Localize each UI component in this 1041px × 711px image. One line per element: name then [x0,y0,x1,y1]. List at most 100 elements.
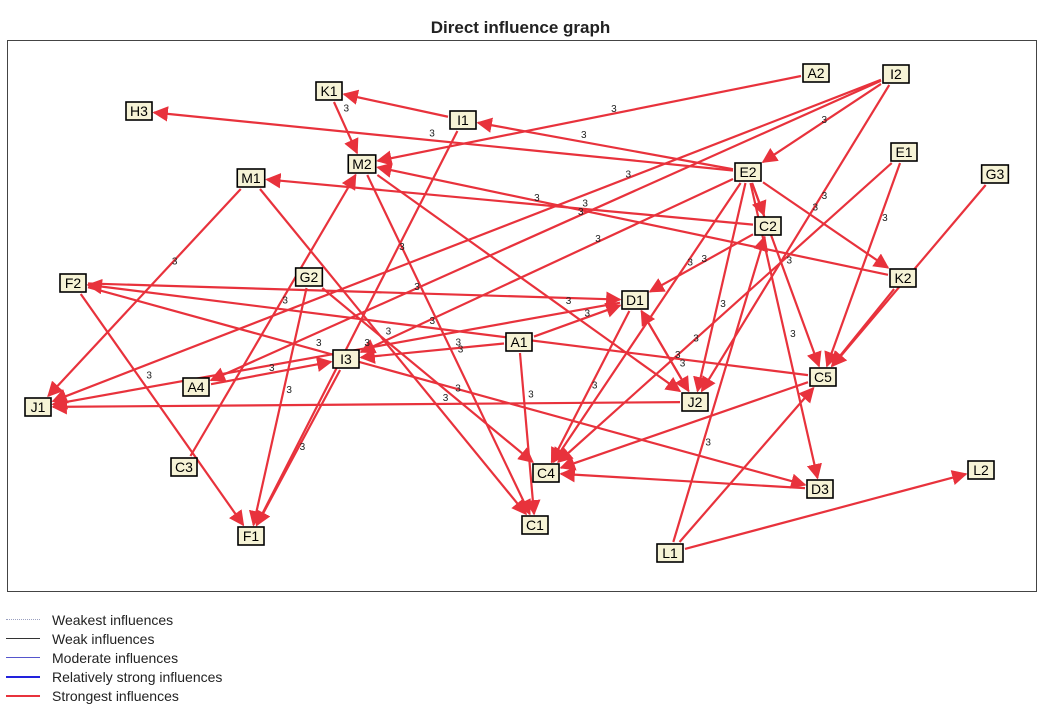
legend-label: Relatively strong influences [52,668,223,685]
edge-weight-label: 3 [534,193,540,204]
node-i3[interactable]: I3 [332,349,360,369]
legend-item: Relatively strong influences [6,667,222,686]
edge-weight-label: 3 [364,338,370,349]
node-box [59,273,87,293]
node-f1[interactable]: F1 [237,526,265,546]
edge-weight-label: 3 [286,385,292,396]
node-e1[interactable]: E1 [890,142,918,162]
node-h3[interactable]: H3 [125,101,153,121]
legend-swatch [6,694,40,697]
node-g2[interactable]: G2 [294,267,324,287]
edge-l1-l2 [684,470,968,551]
node-box [681,392,709,412]
legend-item: Weakest influences [6,610,222,629]
node-box [809,367,837,387]
node-i1[interactable]: I1 [449,110,477,130]
node-j2[interactable]: J2 [681,392,709,412]
edge-weight-label: 3 [282,295,288,306]
legend-item: Weak influences [6,629,222,648]
node-f2[interactable]: F2 [59,273,87,293]
node-c4[interactable]: C4 [532,463,560,483]
node-box [967,460,995,480]
node-box [347,154,377,174]
legend-item: Moderate influences [6,648,222,667]
legend-swatch [6,675,40,678]
node-m2[interactable]: M2 [347,154,377,174]
edge-l1-c5 [678,386,815,543]
edge-m1-c1 [259,188,527,516]
node-c1[interactable]: C1 [521,515,549,535]
edge-a2-m2 [376,74,802,166]
edge-weight-label: 3 [812,202,818,213]
node-a1[interactable]: A1 [505,332,533,352]
edge-j2-j1 [51,399,681,415]
node-label: M2 [352,156,372,172]
edge-d1-c4 [550,310,631,464]
node-label: F1 [243,528,260,544]
node-l2[interactable]: L2 [967,460,995,480]
edge-weight-label: 3 [443,393,449,404]
node-label: A2 [807,65,824,81]
edge-e1-c5 [824,162,902,368]
edge-weight-label: 3 [790,329,796,340]
edge-weight-label: 3 [595,234,601,245]
legend-item: Strongest influences [6,686,222,705]
edge-i3-f1 [255,369,342,527]
node-label: C3 [175,459,193,475]
edge-weight-label: 3 [822,191,828,202]
node-k2[interactable]: K2 [889,268,917,288]
edge-weight-label: 3 [720,299,726,310]
node-m1[interactable]: M1 [236,168,266,188]
node-a2[interactable]: A2 [802,63,830,83]
edge-k1-m2 [332,101,359,155]
node-box [802,63,830,83]
edge-f2-f1 [79,293,245,527]
node-c5[interactable]: C5 [809,367,837,387]
node-c2[interactable]: C2 [754,216,782,236]
node-label: C2 [759,218,777,234]
node-d1[interactable]: D1 [621,290,649,310]
edge-a1-i3 [359,342,505,364]
node-box [889,268,917,288]
edge-a1-c1 [518,352,541,516]
edge-weight-label: 3 [578,207,584,218]
node-j1[interactable]: J1 [24,397,52,417]
node-i2[interactable]: I2 [882,64,910,84]
edge-weight-label: 3 [528,390,534,401]
node-l1[interactable]: L1 [656,543,684,563]
node-box [236,168,266,188]
edge-i1-f1 [255,130,459,527]
legend-label: Weak influences [52,630,155,647]
edge-weight-label: 3 [456,338,462,349]
node-a4[interactable]: A4 [182,377,210,397]
node-label: K1 [320,83,337,99]
edge-e2-i1 [476,117,734,171]
node-box [182,377,210,397]
edge-e2-i3 [359,177,734,354]
node-c3[interactable]: C3 [170,457,198,477]
edge-weight-label: 3 [146,371,152,382]
node-k1[interactable]: K1 [315,81,343,101]
edge-weight-label: 3 [300,442,306,453]
node-g3[interactable]: G3 [980,164,1010,184]
node-label: G2 [300,269,319,285]
edge-weight-label: 3 [693,334,699,345]
edge-weight-label: 3 [430,316,436,327]
edge-weight-label: 3 [414,282,420,293]
edge-weight-label: 3 [386,327,392,338]
edge-m2-c1 [366,174,531,516]
edge-weight-label: 3 [455,384,461,395]
edge-k2-c5 [830,288,895,368]
node-box [237,526,265,546]
edge-weight-label: 3 [172,256,178,267]
edge-weight-label: 3 [316,338,322,349]
edge-weight-label: 3 [611,104,617,115]
node-e2[interactable]: E2 [734,162,762,182]
edge-i2-a4 [209,79,882,382]
node-d3[interactable]: D3 [806,479,834,499]
node-label: K2 [894,270,911,286]
node-box [806,479,834,499]
edge-g2-c4 [321,287,534,463]
graph-title: Direct influence graph [430,18,611,37]
